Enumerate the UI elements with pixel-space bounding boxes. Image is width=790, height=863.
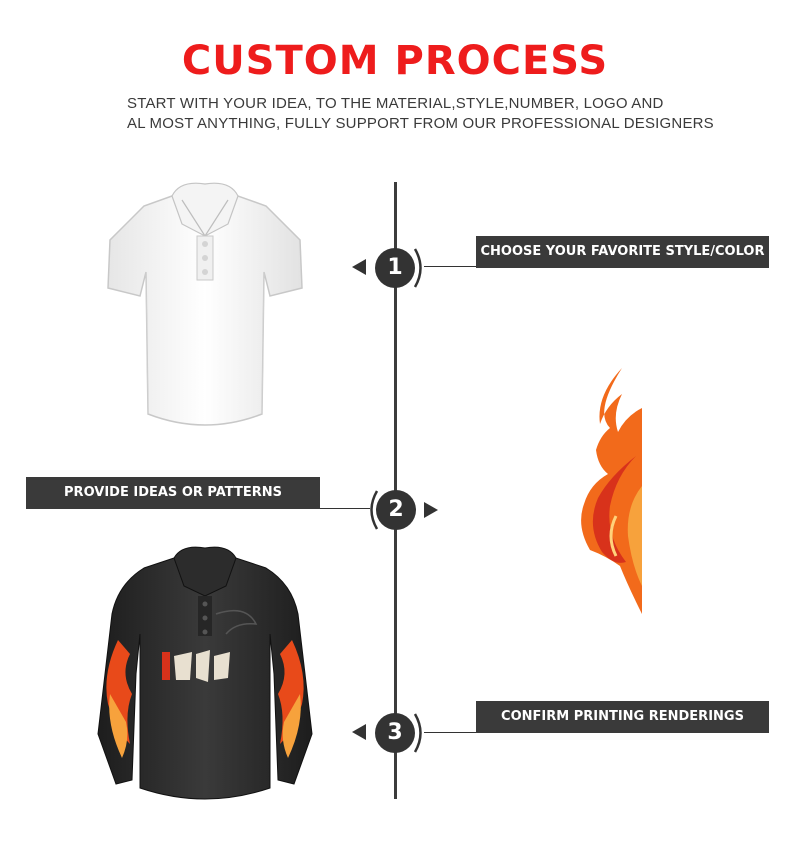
connector-3 <box>424 732 478 733</box>
page-subtitle: START WITH YOUR IDEA, TO THE MATERIAL,ST… <box>127 94 727 134</box>
bracket-left-icon <box>370 490 379 530</box>
step-1-circle: 1 <box>375 248 415 288</box>
connector-1 <box>424 266 478 267</box>
subtitle-line-1: START WITH YOUR IDEA, TO THE MATERIAL,ST… <box>127 95 664 112</box>
step-2-circle: 2 <box>376 490 416 530</box>
bracket-right-icon <box>413 248 422 288</box>
arrow-left-icon <box>352 724 366 740</box>
arrow-left-icon <box>352 259 366 275</box>
white-polo-image <box>107 182 303 426</box>
flame-pattern-image <box>581 368 642 614</box>
black-jersey-image <box>97 546 313 800</box>
bracket-right-icon <box>413 713 422 753</box>
page-title: CUSTOM PROCESS <box>181 38 609 84</box>
step-3-circle: 3 <box>375 713 415 753</box>
step-1-label: CHOOSE YOUR FAVORITE STYLE/COLOR <box>476 236 769 268</box>
subtitle-line-2: AL MOST ANYTHING, FULLY SUPPORT FROM OUR… <box>127 115 714 132</box>
connector-2 <box>320 508 370 509</box>
arrow-right-icon <box>424 502 438 518</box>
step-3-label: CONFIRM PRINTING RENDERINGS <box>476 701 769 733</box>
step-2-label: PROVIDE IDEAS OR PATTERNS <box>26 477 320 509</box>
